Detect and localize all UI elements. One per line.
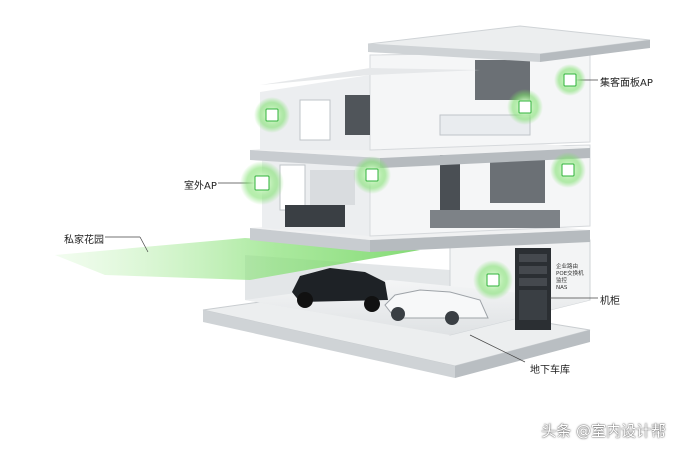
- cabinet-label: 机柜: [600, 296, 620, 307]
- roof: [260, 25, 651, 85]
- cabinet-item-poe-switch: POE交换机: [556, 271, 584, 277]
- watermark: 头条 @室内设计帮: [541, 422, 666, 440]
- garden-label: 私家花园: [64, 235, 104, 246]
- outdoor-ap-label: 室外AP: [184, 181, 217, 192]
- ap-devices: [254, 73, 577, 287]
- server-cabinet: [515, 248, 551, 330]
- cabinet-item-monitoring: 监控: [556, 278, 568, 284]
- white-car: [384, 289, 489, 325]
- cabinet-item-router: 企业路由: [556, 264, 579, 270]
- black-suv: [292, 268, 388, 312]
- garage-label: 地下车库: [530, 365, 570, 376]
- second-floor: [262, 144, 591, 237]
- cabinet-items: 企业路由 POE交换机 监控 NAS: [556, 264, 584, 292]
- cabinet-item-nas: NAS: [556, 285, 568, 291]
- ceiling-ap-label: 集客面板AP: [600, 78, 653, 89]
- top-floor: [260, 51, 591, 151]
